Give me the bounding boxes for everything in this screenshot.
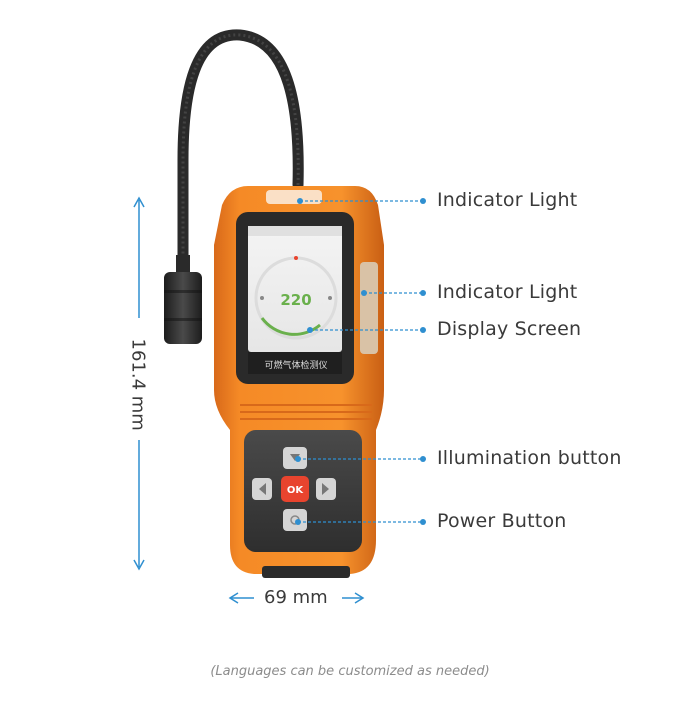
width-label: 69 mm (264, 587, 328, 608)
arrow-right-icon (322, 483, 329, 495)
callout-display-screen: Display Screen (437, 318, 582, 340)
callout-lines (298, 200, 421, 523)
height-label: 161.4 mm (127, 338, 149, 431)
device-foot (262, 566, 350, 578)
width-dimension-arrow (228, 592, 365, 604)
keypad (244, 430, 362, 552)
display-screen (248, 226, 342, 374)
arrow-up-icon (290, 454, 300, 461)
ok-label: OK (287, 485, 305, 496)
callout-indicator-light-side: Indicator Light (437, 281, 578, 303)
power-button[interactable] (283, 509, 307, 531)
height-dimension-arrow (133, 196, 145, 571)
gauge-arc (260, 317, 321, 336)
callout-illumination-button: Illumination button (437, 447, 622, 469)
callout-indicator-light-top: Indicator Light (437, 189, 578, 211)
arrow-left-icon (259, 483, 266, 495)
screen-reading: 220 (280, 291, 311, 309)
caption: (Languages can be customized as needed) (210, 664, 490, 679)
callout-power-button: Power Button (437, 510, 567, 532)
callout-dots (295, 198, 426, 525)
top-indicator-window (266, 190, 322, 204)
sensor-probe (164, 255, 202, 344)
ok-button[interactable] (281, 476, 309, 502)
screen-title: 可燃气体检测仪 (264, 359, 327, 371)
side-indicator-strip (360, 262, 378, 354)
gooseneck-hose (177, 29, 304, 268)
